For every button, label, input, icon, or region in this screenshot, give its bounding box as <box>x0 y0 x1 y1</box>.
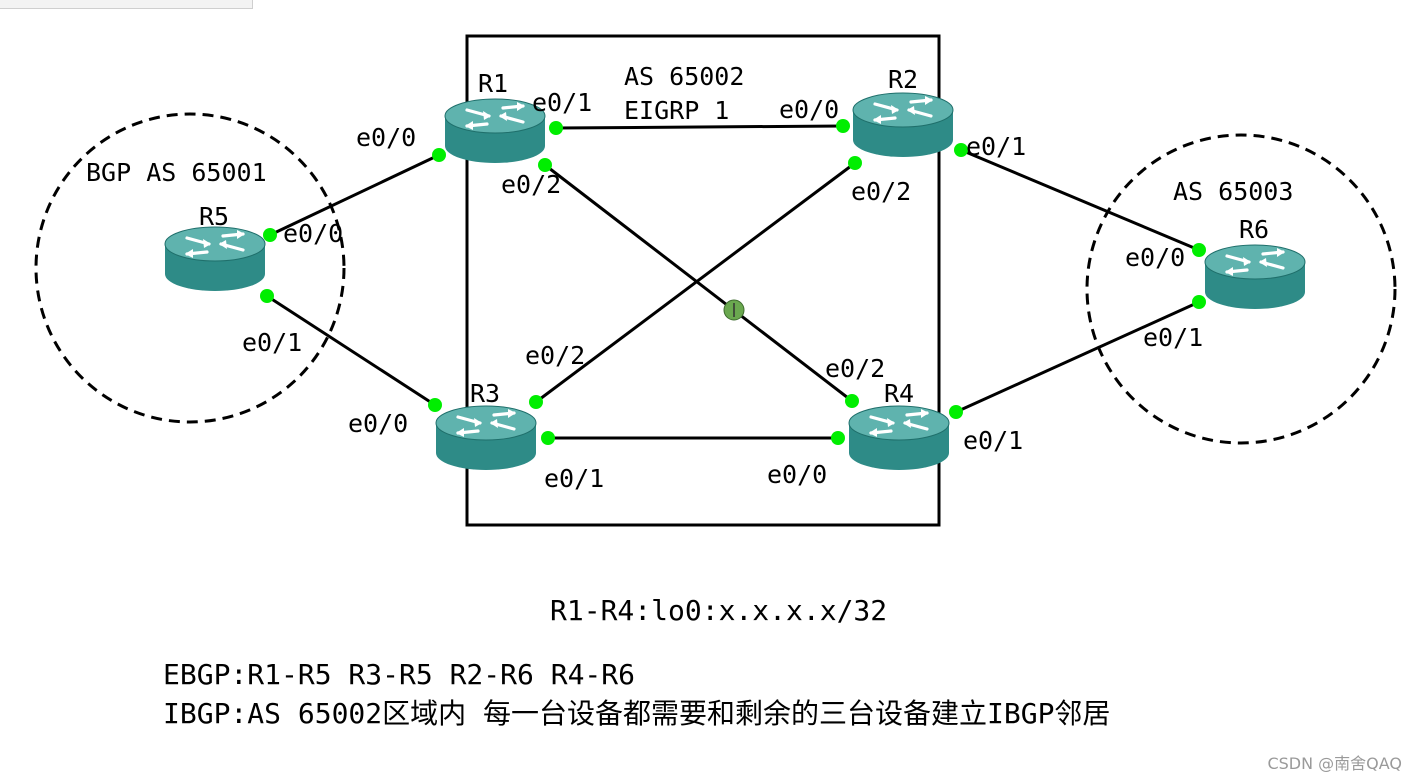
router-icon-r4[interactable] <box>847 404 951 472</box>
top-left-window-fragment <box>0 0 253 9</box>
link-r4-r6 <box>955 300 1200 414</box>
link-r5-r3 <box>266 294 436 407</box>
interface-label: e0/1 <box>242 328 302 357</box>
port-dot-icon <box>836 119 850 133</box>
as65002-label: AS 65002 <box>624 62 744 91</box>
port-dot-icon <box>428 398 442 412</box>
router-label-r5: R5 <box>199 202 229 231</box>
interface-label: e0/2 <box>825 354 885 383</box>
router-icon-r3[interactable] <box>434 404 538 472</box>
interface-label: e0/1 <box>963 426 1023 455</box>
port-dot-icon <box>1192 295 1206 309</box>
port-dot-icon <box>538 158 552 172</box>
interface-label: e0/0 <box>1125 243 1185 272</box>
link-r1-r4 <box>544 163 853 403</box>
router-icon-r1[interactable] <box>443 97 547 165</box>
router-label-r3: R3 <box>470 379 500 408</box>
eigrp-label: EIGRP 1 <box>624 96 729 125</box>
as65001-boundary <box>34 112 346 424</box>
interface-label: e0/1 <box>1143 323 1203 352</box>
interface-label: e0/1 <box>544 464 604 493</box>
interface-label: e0/0 <box>767 460 827 489</box>
port-dot-icon <box>260 289 274 303</box>
link-r1-r5 <box>269 153 440 237</box>
port-dot-icon <box>263 228 277 242</box>
interface-label: e0/2 <box>525 341 585 370</box>
router-label-r2: R2 <box>888 65 918 94</box>
port-dot-icon <box>1192 243 1206 257</box>
link-r2-r3 <box>535 161 856 404</box>
interface-label: e0/2 <box>501 170 561 199</box>
interface-label: e0/0 <box>779 95 839 124</box>
ebgp-note: EBGP:R1-R5 R3-R5 R2-R6 R4-R6 <box>163 658 636 691</box>
interface-label: e0/1 <box>532 88 592 117</box>
interface-label: e0/2 <box>851 177 911 206</box>
as65001-label: BGP AS 65001 <box>86 158 267 187</box>
ibgp-note: IBGP:AS 65002区域内 每一台设备都需要和剩余的三台设备建立IBGP邻… <box>163 697 1111 730</box>
port-dot-icon <box>831 431 845 445</box>
as65002-boundary <box>465 34 941 527</box>
router-icon-r5[interactable] <box>163 225 267 293</box>
interface-label: e0/0 <box>356 123 416 152</box>
router-label-r6: R6 <box>1239 215 1269 244</box>
router-label-r4: R4 <box>884 379 914 408</box>
router-label-r1: R1 <box>478 69 508 98</box>
interface-label: e0/0 <box>348 409 408 438</box>
port-dot-icon <box>549 121 563 135</box>
interface-label: e0/1 <box>966 132 1026 161</box>
router-icon-r6[interactable] <box>1203 243 1307 311</box>
interface-label: e0/0 <box>283 219 343 248</box>
port-dot-icon <box>949 405 963 419</box>
port-dot-icon <box>845 394 859 408</box>
loopback-note: R1-R4:lo0:x.x.x.x/32 <box>550 594 888 627</box>
router-icon-r2[interactable] <box>851 91 955 159</box>
as65003-label: AS 65003 <box>1173 177 1293 206</box>
as65003-boundary <box>1085 133 1397 445</box>
watermark: CSDN @南舍QAQ <box>1267 754 1402 773</box>
link-r2-r6 <box>960 148 1200 252</box>
port-dot-icon <box>541 431 555 445</box>
port-dot-icon <box>432 148 446 162</box>
port-dot-icon <box>954 143 968 157</box>
port-dot-icon <box>848 156 862 170</box>
port-dot-icon <box>529 395 543 409</box>
link-r1-r2 <box>555 124 844 130</box>
